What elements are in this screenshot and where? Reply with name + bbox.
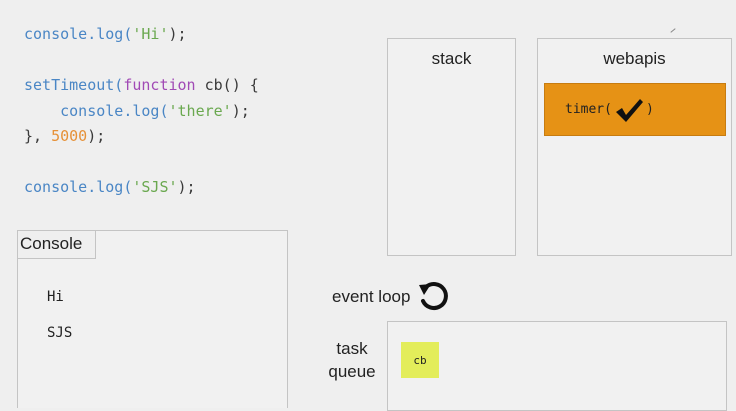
checkmark-icon bbox=[615, 98, 643, 122]
webapis-panel: webapis timer( ) bbox=[537, 38, 732, 256]
corner-mark bbox=[670, 28, 676, 33]
timer-block: timer( ) bbox=[544, 83, 726, 136]
console-output: Hi SJS bbox=[47, 289, 72, 361]
console-panel: Console Hi SJS bbox=[17, 230, 288, 408]
call-stack-panel: stack bbox=[387, 38, 516, 256]
code-token: console.log( bbox=[24, 178, 133, 196]
event-loop-label: event loop bbox=[332, 287, 411, 306]
refresh-icon bbox=[419, 282, 449, 310]
code-line: console.log('there'); bbox=[24, 99, 259, 125]
code-token: console.log( bbox=[24, 101, 169, 120]
stack-title: stack bbox=[431, 49, 472, 68]
task-queue-label: task queue bbox=[320, 337, 384, 383]
code-token: 'there' bbox=[168, 101, 232, 120]
code-line bbox=[24, 48, 259, 74]
code-line: }, 5000); bbox=[24, 124, 259, 150]
code-token: ); bbox=[168, 25, 187, 43]
code-line: setTimeout(function cb() { bbox=[24, 73, 259, 99]
code-token: 'Hi' bbox=[132, 25, 169, 43]
timer-suffix: ) bbox=[645, 102, 654, 117]
code-token: console.log( bbox=[24, 25, 133, 43]
webapis-title: webapis bbox=[603, 49, 666, 68]
task-queue-label-line1: task bbox=[336, 339, 368, 358]
code-token: setTimeout( bbox=[24, 76, 124, 94]
task-queue-item: cb bbox=[401, 342, 439, 378]
console-title: Console bbox=[20, 234, 83, 253]
code-line: console.log('SJS'); bbox=[24, 175, 259, 201]
code-editor: console.log('Hi');setTimeout(function cb… bbox=[24, 22, 259, 201]
code-line bbox=[24, 150, 259, 176]
console-tab bbox=[18, 231, 96, 259]
code-token: 5000 bbox=[51, 127, 88, 145]
task-queue-label-line2: queue bbox=[328, 362, 376, 381]
console-line: Hi bbox=[47, 289, 64, 305]
code-token: ); bbox=[87, 127, 106, 145]
timer-prefix: timer( bbox=[565, 102, 612, 117]
code-token: ); bbox=[177, 178, 196, 196]
event-loop: event loop bbox=[332, 279, 452, 315]
console-line: SJS bbox=[47, 325, 73, 341]
code-token: }, bbox=[24, 127, 52, 145]
code-token: ); bbox=[231, 101, 250, 120]
code-line: console.log('Hi'); bbox=[24, 22, 259, 48]
code-token: 'SJS' bbox=[132, 178, 178, 196]
task-queue-panel: cb bbox=[387, 321, 727, 411]
code-token: cb() { bbox=[195, 76, 259, 94]
code-token: function bbox=[123, 76, 196, 94]
